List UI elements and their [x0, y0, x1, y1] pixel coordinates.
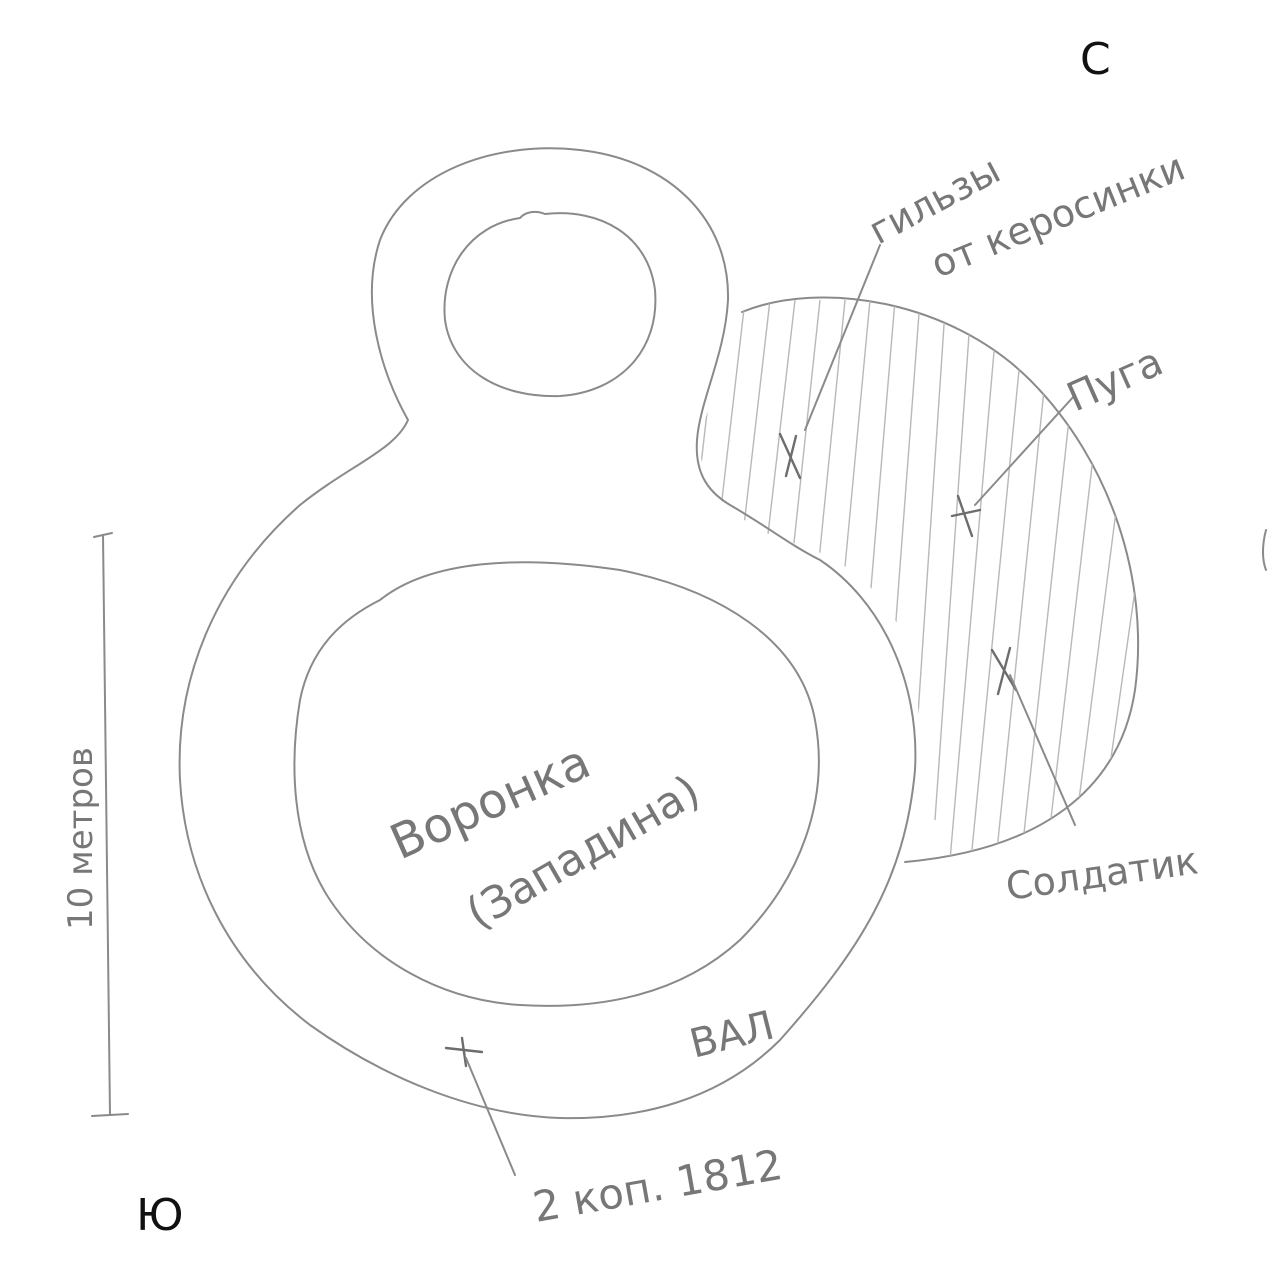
find-musket-balls-marker: [778, 244, 881, 480]
rampart-label: ВАЛ: [685, 1003, 778, 1068]
upper-pit-outline: [443, 210, 657, 398]
find-coin-label: 2 коп. 1812: [529, 1140, 786, 1232]
scale-bar-label: 10 метров: [61, 747, 101, 930]
find-coin-marker: [444, 1036, 516, 1176]
scale-bar: 10 метров: [61, 532, 129, 1117]
find-button-label: Пуга: [1060, 339, 1169, 421]
crater-outline: [293, 561, 820, 1007]
south-label: Ю: [136, 1190, 184, 1241]
find-soldier-marker: [990, 646, 1076, 826]
edge-mark: [1262, 529, 1267, 571]
rampart-outline: [178, 147, 917, 1120]
find-button-marker: [950, 394, 1076, 538]
north-label: С: [1080, 34, 1111, 85]
find-soldier-label: Солдатик: [1003, 838, 1201, 908]
